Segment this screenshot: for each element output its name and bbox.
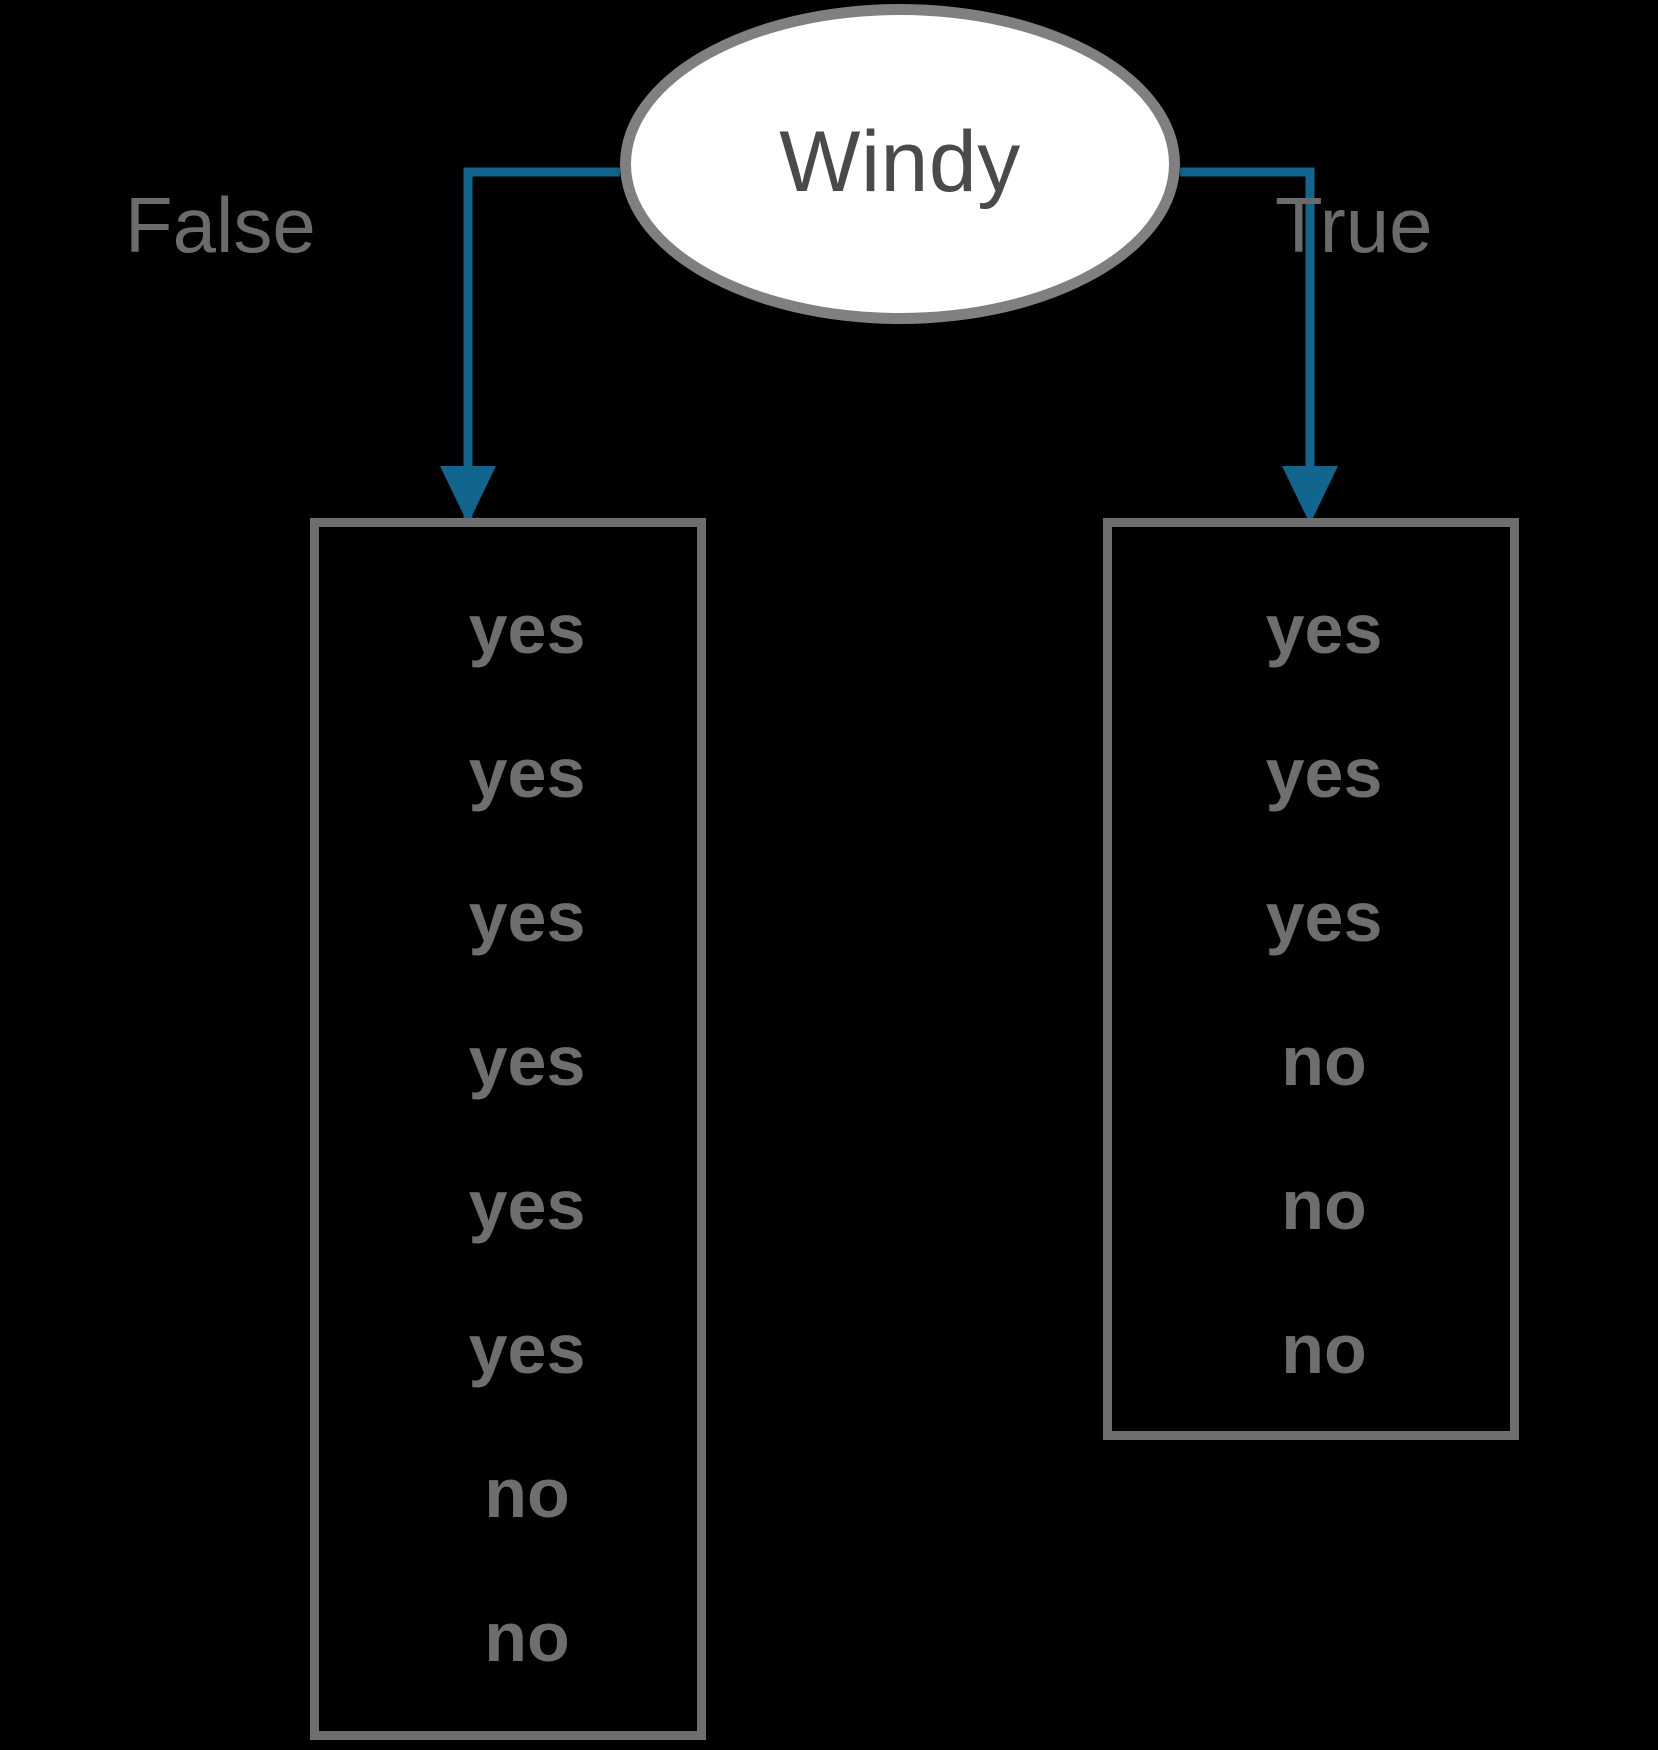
leaf-item: no bbox=[1281, 1022, 1367, 1100]
leaf-box-true: yes yes yes no no no bbox=[1103, 518, 1519, 1440]
leaf-item: yes bbox=[468, 878, 586, 956]
branch-label-true: True bbox=[1275, 181, 1433, 269]
branch-label-false: False bbox=[125, 181, 316, 269]
decision-node-windy[interactable]: Windy bbox=[620, 4, 1180, 324]
leaf-item: no bbox=[484, 1598, 570, 1676]
leaf-item: no bbox=[484, 1454, 570, 1532]
leaf-item: yes bbox=[468, 590, 586, 668]
edge-false bbox=[440, 167, 620, 527]
leaf-item: yes bbox=[468, 1310, 586, 1388]
decision-node-label: Windy bbox=[779, 114, 1021, 210]
leaf-item: yes bbox=[468, 1166, 586, 1244]
leaf-item: yes bbox=[1265, 590, 1383, 668]
leaf-item: no bbox=[1281, 1166, 1367, 1244]
leaf-box-false: yes yes yes yes yes yes no no bbox=[310, 518, 706, 1740]
leaf-item: yes bbox=[1265, 878, 1383, 956]
leaf-item: yes bbox=[468, 1022, 586, 1100]
leaf-item: no bbox=[1281, 1310, 1367, 1388]
leaf-item: yes bbox=[1265, 734, 1383, 812]
leaf-item: yes bbox=[468, 734, 586, 812]
